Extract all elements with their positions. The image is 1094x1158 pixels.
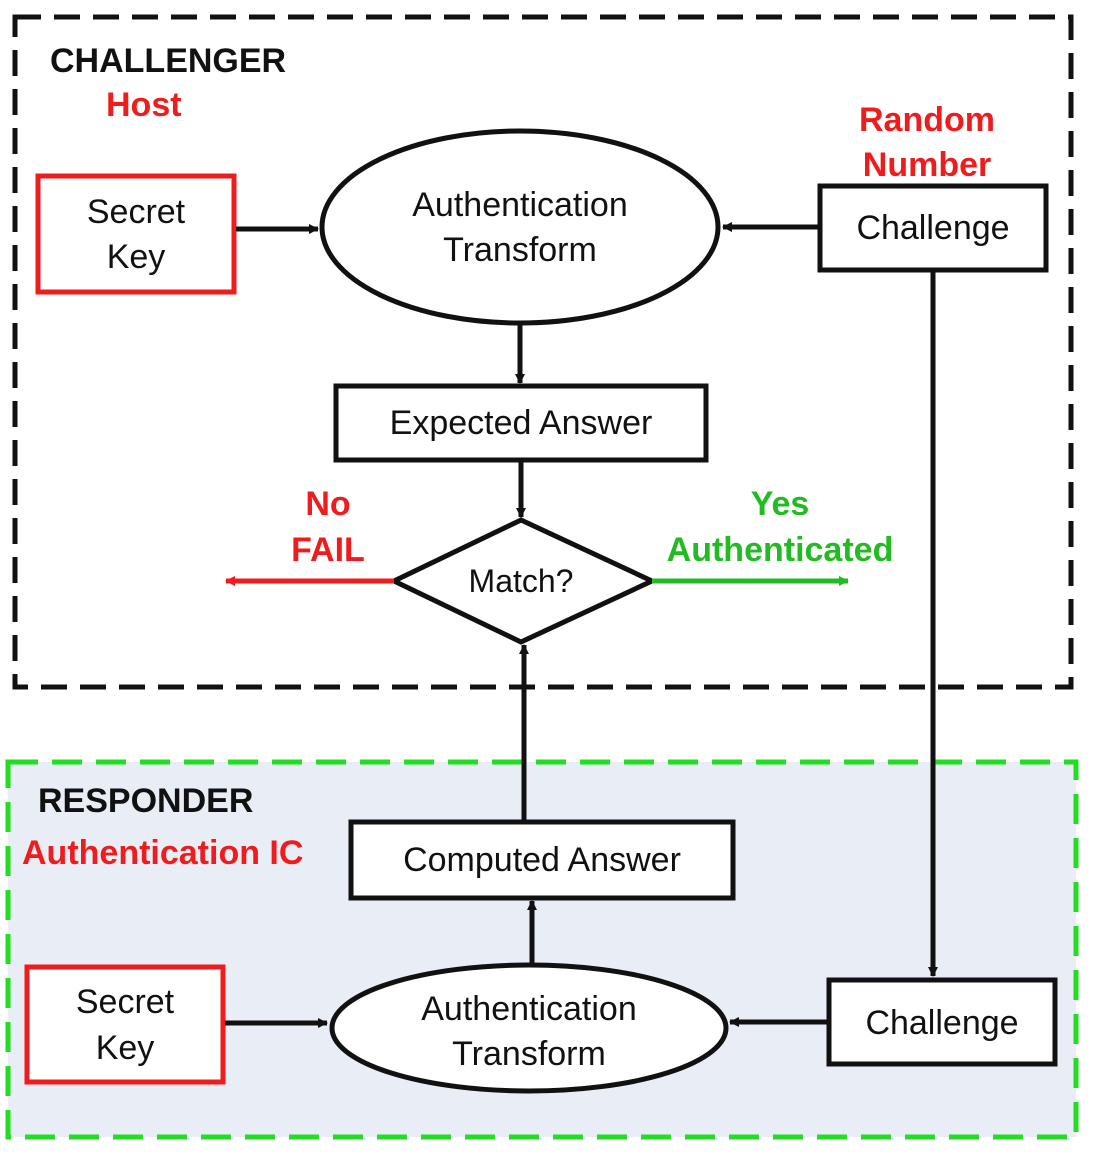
host-challenge-label: Challenge (856, 209, 1009, 247)
computed-answer-label: Computed Answer (403, 841, 681, 879)
host-challenge-box: Challenge (817, 183, 1049, 273)
authenticated-label: Authenticated (667, 531, 894, 569)
challenger-region (12, 14, 1074, 690)
ic-challenge-label: Challenge (865, 1004, 1018, 1042)
host-secret-key-line2: Key (107, 238, 166, 276)
ic-secret-key-line1: Secret (76, 983, 175, 1021)
expected-answer-box: Expected Answer (333, 383, 709, 463)
expected-answer-label: Expected Answer (390, 404, 653, 442)
ic-challenge-box: Challenge (826, 977, 1058, 1067)
random-number-label-line2: Number (863, 146, 991, 184)
host-authentication-transform: Authentication Transform (319, 128, 721, 326)
host-transform-line2: Transform (443, 231, 597, 269)
ic-transform-line2: Transform (452, 1035, 606, 1073)
challenger-title: CHALLENGER (50, 42, 286, 80)
computed-answer-box: Computed Answer (348, 819, 736, 901)
responder-title: RESPONDER (38, 782, 253, 820)
no-label: No (305, 485, 350, 523)
match-decision: Match? (388, 517, 658, 645)
random-number-label-line1: Random (859, 101, 995, 139)
yes-label: Yes (751, 485, 810, 523)
host-secret-key-box: Secret Key (35, 173, 237, 295)
fail-label: FAIL (291, 531, 365, 569)
ic-secret-key-box: Secret Key (24, 964, 226, 1085)
challenger-subtitle: Host (106, 86, 182, 124)
host-transform-line1: Authentication (412, 186, 628, 224)
ic-secret-key-line2: Key (96, 1029, 155, 1067)
responder-subtitle: Authentication IC (22, 834, 303, 872)
ic-authentication-transform: Authentication Transform (329, 962, 729, 1094)
match-label: Match? (469, 563, 574, 599)
host-secret-key-line1: Secret (87, 193, 186, 231)
ic-transform-line1: Authentication (421, 990, 637, 1028)
